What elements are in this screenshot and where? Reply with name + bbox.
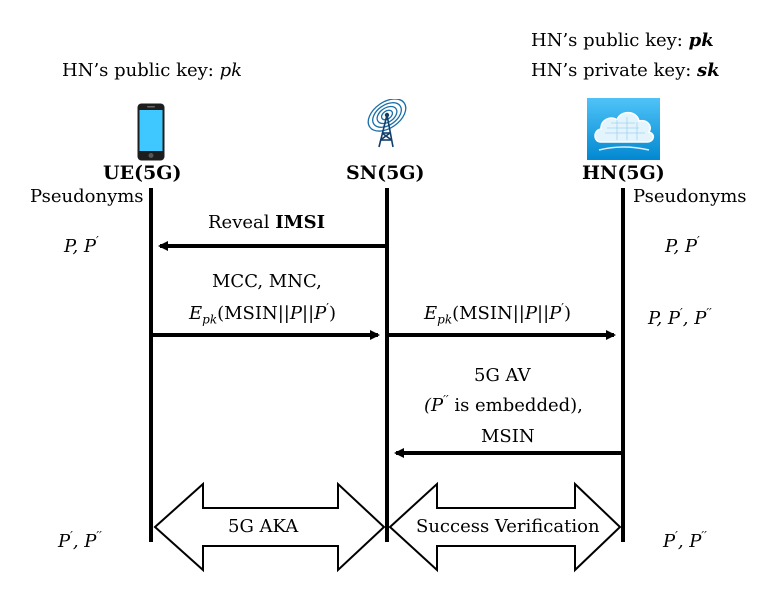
hn-private-key-label: HN’s private key: sk: [531, 62, 720, 80]
hn-priv-key-text: HN’s private key:: [531, 60, 698, 81]
ue-key-var: pk: [219, 60, 243, 81]
hn-pseudonym-set-3: P′, P′′: [663, 529, 707, 552]
antenna-icon: [361, 99, 409, 149]
aka-block-arrow: [153, 481, 386, 573]
verification-block-arrow: [388, 481, 622, 573]
sn-enc-msin-label: Epk(MSIN||P||P′): [424, 301, 572, 327]
hn-label: HN(5G): [582, 162, 665, 184]
cloud-icon: [587, 98, 660, 160]
hn-pseudonym-set-2: P, P′, P′′: [648, 306, 712, 329]
hn-pub-key-var: pk: [688, 30, 714, 51]
hn-pseudonyms-label: Pseudonyms: [633, 186, 747, 207]
aka-label: 5G AKA: [228, 516, 299, 537]
hn-pub-key-text: HN’s public key:: [531, 30, 689, 51]
ue-public-key-label: HN’s public key: pk: [62, 62, 242, 80]
av-label-line2: (P′′ is embedded),: [424, 393, 583, 416]
ue-label: UE(5G): [103, 162, 182, 184]
reveal-imsi-label: Reveal IMSI: [208, 212, 326, 233]
phone-icon: [137, 103, 165, 161]
ue-pseudonym-set-1: P, P′: [64, 234, 99, 257]
av-label-line1: 5G AV: [474, 365, 531, 386]
verification-label: Success Verification: [416, 516, 600, 537]
av-label-line3: MSIN: [481, 426, 535, 447]
ue-pseudonyms-label: Pseudonyms: [30, 186, 144, 207]
hn-pseudonym-set-1: P, P′: [665, 234, 700, 257]
ue-enc-msin-label: Epk(MSIN||P||P′): [189, 301, 337, 327]
sn-label: SN(5G): [346, 162, 425, 184]
hn-public-key-label: HN’s public key: pk: [531, 32, 714, 50]
hn-priv-key-var: sk: [697, 60, 720, 81]
ue-pseudonym-set-2: P′, P′′: [58, 529, 102, 552]
ue-key-text: HN’s public key:: [62, 60, 220, 81]
mcc-mnc-label: MCC, MNC,: [212, 271, 322, 292]
